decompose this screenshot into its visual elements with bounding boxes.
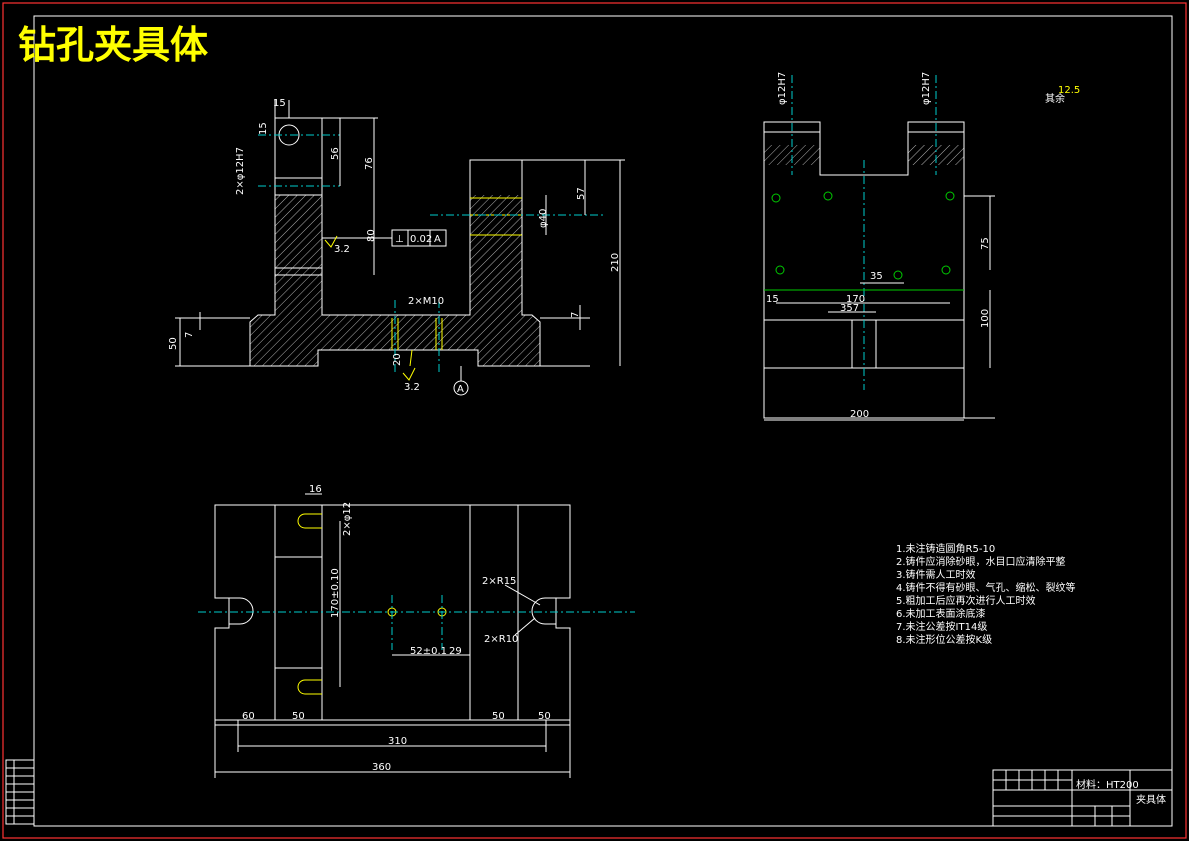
datum-label: A — [457, 384, 464, 395]
inner-border — [33, 15, 1173, 827]
dim-57: 57 — [576, 187, 587, 200]
top-dim-29: 29 — [449, 646, 462, 657]
top-view — [198, 493, 635, 778]
tech-note-4: 4.铸件不得有砂眼、气孔、缩松、裂纹等 — [896, 581, 1076, 594]
title-block-material: 材料：HT200 — [1076, 778, 1139, 791]
title-block-part-name: 夹具体 — [1136, 793, 1166, 806]
tech-note-1: 1.未注铸造圆角R5-10 — [896, 542, 995, 555]
title-block: 材料：HT200 夹具体 — [992, 769, 1173, 827]
roughness-note: 其余 — [1045, 92, 1065, 105]
side-dim-15: 15 — [766, 294, 779, 305]
front-view-labels: 15 15 56 76 80 210 57 7 7 50 20 2×M10 φ4… — [168, 98, 621, 395]
tech-note-3: 3.铸件需人工时效 — [896, 568, 976, 581]
top-dim-170: 170±0.10 — [330, 568, 341, 618]
dim-phi40: φ40 — [538, 209, 549, 228]
tech-note-7: 7.未注公差按IT14级 — [896, 620, 987, 633]
dim-20: 20 — [392, 353, 403, 366]
tolerance-value: 0.02 — [410, 234, 432, 245]
front-view — [175, 100, 625, 396]
dim-7a: 7 — [184, 332, 195, 338]
top-dim-50b: 50 — [492, 711, 505, 722]
tech-note-2: 2.铸件应消除砂眼，水目口应清除平整 — [896, 555, 1066, 568]
tolerance-datum: A — [434, 234, 441, 245]
roughness-label-2: 3.2 — [404, 382, 420, 393]
side-note-2xphi12: 2×φ12H7 — [235, 147, 246, 195]
top-dim-310: 310 — [388, 736, 407, 747]
top-dim-50c: 50 — [538, 711, 551, 722]
callout-2xr15: 2×R15 — [482, 576, 516, 587]
side-note-2: φ12H7 — [921, 72, 932, 105]
drawing-title: 钻孔夹具体 — [18, 23, 208, 67]
dim-50: 50 — [168, 337, 179, 350]
roughness-value: 12.5 — [1058, 85, 1080, 96]
top-dim-16: 16 — [309, 484, 322, 495]
dim-2xm10: 2×M10 — [408, 296, 444, 307]
side-dim-200: 200 — [850, 409, 869, 420]
side-dim-100: 100 — [980, 309, 991, 328]
tolerance-symbol: ⊥ — [395, 234, 404, 245]
dim-80: 80 — [366, 229, 377, 242]
side-dim-75: 75 — [980, 237, 991, 250]
tech-note-6: 6.未加工表面涂底漆 — [896, 607, 986, 620]
tech-note-8: 8.未注形位公差按K级 — [896, 633, 992, 646]
side-note-1: φ12H7 — [777, 72, 788, 105]
dim-15b: 15 — [258, 122, 269, 135]
roughness-label-1: 3.2 — [334, 244, 350, 255]
dim-56: 56 — [330, 147, 341, 160]
top-view-labels: 16 170±0.10 52±0.1 29 60 50 50 50 310 36… — [242, 484, 551, 773]
side-view — [763, 75, 995, 421]
dim-210: 210 — [610, 253, 621, 272]
top-dim-360: 360 — [372, 762, 391, 773]
tech-note-5: 5.粗加工后应再次进行人工时效 — [896, 594, 1036, 607]
dim-76: 76 — [364, 157, 375, 170]
top-dim-50a: 50 — [292, 711, 305, 722]
slot-note: 2×φ12 — [342, 502, 353, 536]
side-view-labels: φ12H7 φ12H7 75 15 35 170 100 200 357 其余 … — [766, 72, 1080, 420]
dim-15a: 15 — [273, 98, 286, 109]
technical-notes: 1.未注铸造圆角R5-10 2.铸件应消除砂眼，水目口应清除平整 3.铸件需人工… — [896, 542, 1076, 646]
revision-strip — [5, 759, 35, 825]
top-dim-52: 52±0.1 — [410, 646, 447, 657]
side-dim-170: 170 — [846, 294, 865, 305]
side-dim-35: 35 — [870, 271, 883, 282]
top-dim-60: 60 — [242, 711, 255, 722]
callout-2xr10: 2×R10 — [484, 634, 518, 645]
side-dim-357: 357 — [840, 303, 859, 314]
dim-7b: 7 — [570, 312, 581, 318]
